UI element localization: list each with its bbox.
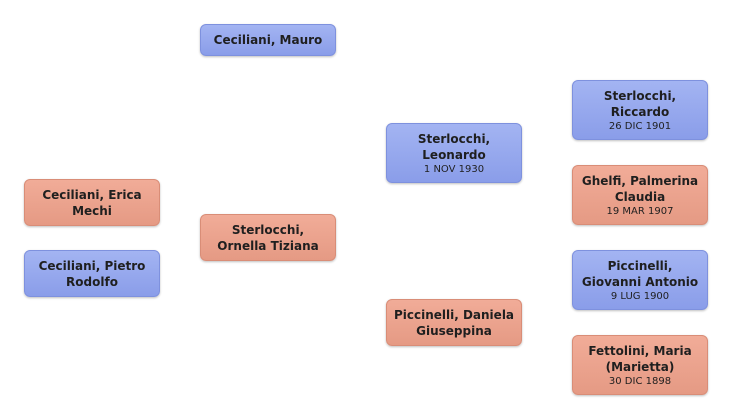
person-name: Ceciliani, Mauro (213, 33, 323, 47)
person-birth-date: 26 DIC 1901 (608, 120, 672, 132)
person-birth-date: 9 LUG 1900 (610, 290, 670, 302)
person-card-leonardo[interactable]: Sterlocchi, Leonardo 1 NOV 1930 (386, 123, 522, 183)
person-name: Fettolini, Maria (Marietta) (588, 343, 692, 374)
person-name: Piccinelli, Giovanni Antonio (581, 258, 699, 289)
person-name: Sterlocchi, Ornella Tiziana (217, 222, 319, 253)
person-card-giovanni[interactable]: Piccinelli, Giovanni Antonio 9 LUG 1900 (572, 250, 708, 310)
person-card-maria[interactable]: Fettolini, Maria (Marietta) 30 DIC 1898 (572, 335, 708, 395)
person-card-palmerina[interactable]: Ghelfi, Palmerina Claudia 19 MAR 1907 (572, 165, 708, 225)
person-name: Sterlocchi, Riccardo (603, 88, 677, 119)
person-name: Piccinelli, Daniela Giuseppina (393, 307, 515, 338)
person-card-pietro[interactable]: Ceciliani, Pietro Rodolfo (24, 250, 160, 297)
person-birth-date: 1 NOV 1930 (423, 163, 485, 175)
person-name: Sterlocchi, Leonardo (417, 131, 491, 162)
person-card-riccardo[interactable]: Sterlocchi, Riccardo 26 DIC 1901 (572, 80, 708, 140)
person-birth-date: 19 MAR 1907 (606, 205, 674, 217)
person-name: Ceciliani, Pietro Rodolfo (38, 258, 146, 289)
person-card-erica[interactable]: Ceciliani, Erica Mechi (24, 179, 160, 226)
person-name: Ghelfi, Palmerina Claudia (581, 173, 699, 204)
person-card-ornella[interactable]: Sterlocchi, Ornella Tiziana (200, 214, 336, 261)
person-card-mauro[interactable]: Ceciliani, Mauro (200, 24, 336, 56)
person-birth-date: 30 DIC 1898 (608, 375, 672, 387)
person-card-daniela[interactable]: Piccinelli, Daniela Giuseppina (386, 299, 522, 346)
person-name: Ceciliani, Erica Mechi (42, 187, 142, 218)
